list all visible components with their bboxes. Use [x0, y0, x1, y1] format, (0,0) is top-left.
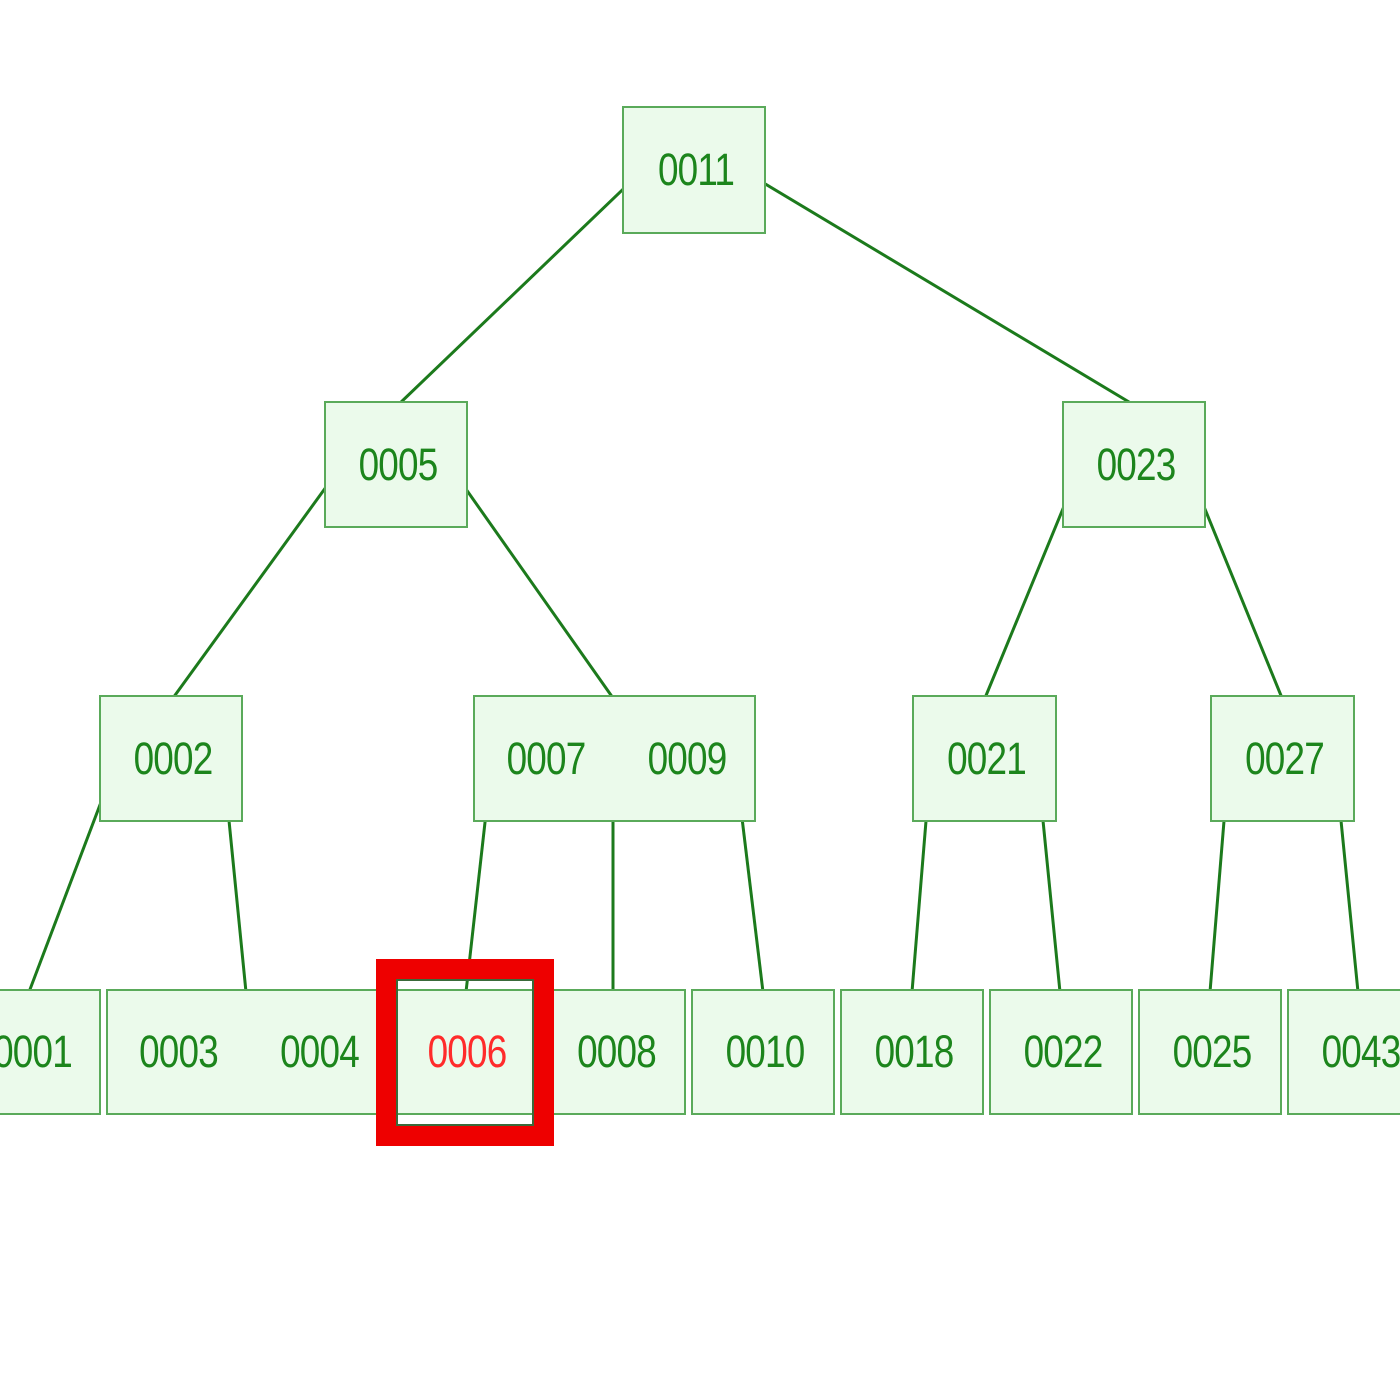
edge-0005-0002: [171, 464, 344, 699]
node-0023: 0023: [1062, 401, 1206, 528]
node-key: 0023: [1096, 438, 1177, 490]
leaf-key: 0001: [0, 1026, 73, 1077]
node-key: 0009: [647, 732, 728, 784]
leaf-key: 0008: [577, 1026, 657, 1077]
edge-0011-0005: [396, 171, 642, 407]
leaf-0025: 0025: [1138, 989, 1282, 1115]
leaf-key: 0022: [1023, 1026, 1104, 1077]
leaf-0006: 0006: [394, 989, 536, 1115]
leaf-key: 0010: [725, 1026, 806, 1077]
leaf-0018: 0018: [840, 989, 984, 1115]
leaf-key: 0004: [280, 1026, 360, 1077]
leaf-key: 0025: [1172, 1026, 1253, 1077]
node-0002: 0002: [99, 695, 243, 822]
node-key: 0007: [506, 732, 587, 784]
leaf-key: 0003: [139, 1026, 219, 1077]
root-key: 0011: [657, 144, 735, 195]
leaf-0043: 0043: [1287, 989, 1400, 1115]
leaf-key-highlighted: 0006: [427, 1026, 508, 1077]
node-key: 0005: [358, 438, 439, 490]
leaf-0010: 0010: [691, 989, 835, 1115]
leaf-key: 0043: [1321, 1026, 1400, 1077]
edge-0011-0023: [746, 171, 1135, 407]
edge-0005-0007: [447, 464, 615, 699]
node-key: 0002: [133, 732, 214, 784]
node-0007-0009: 0007 0009: [473, 695, 756, 822]
node-0005: 0005: [324, 401, 468, 528]
node-key: 0021: [947, 732, 1027, 784]
leaf-0022: 0022: [989, 989, 1133, 1115]
leaf-key: 0018: [874, 1026, 955, 1077]
node-key: 0027: [1245, 732, 1325, 784]
root-node: 0011: [622, 106, 766, 234]
node-0021: 0021: [912, 695, 1057, 822]
node-0027: 0027: [1210, 695, 1355, 822]
leaf-0001: 0001: [0, 989, 101, 1115]
leaf-0003-0004: 0003 0004: [106, 989, 388, 1115]
leaf-0008: 0008: [543, 989, 686, 1115]
